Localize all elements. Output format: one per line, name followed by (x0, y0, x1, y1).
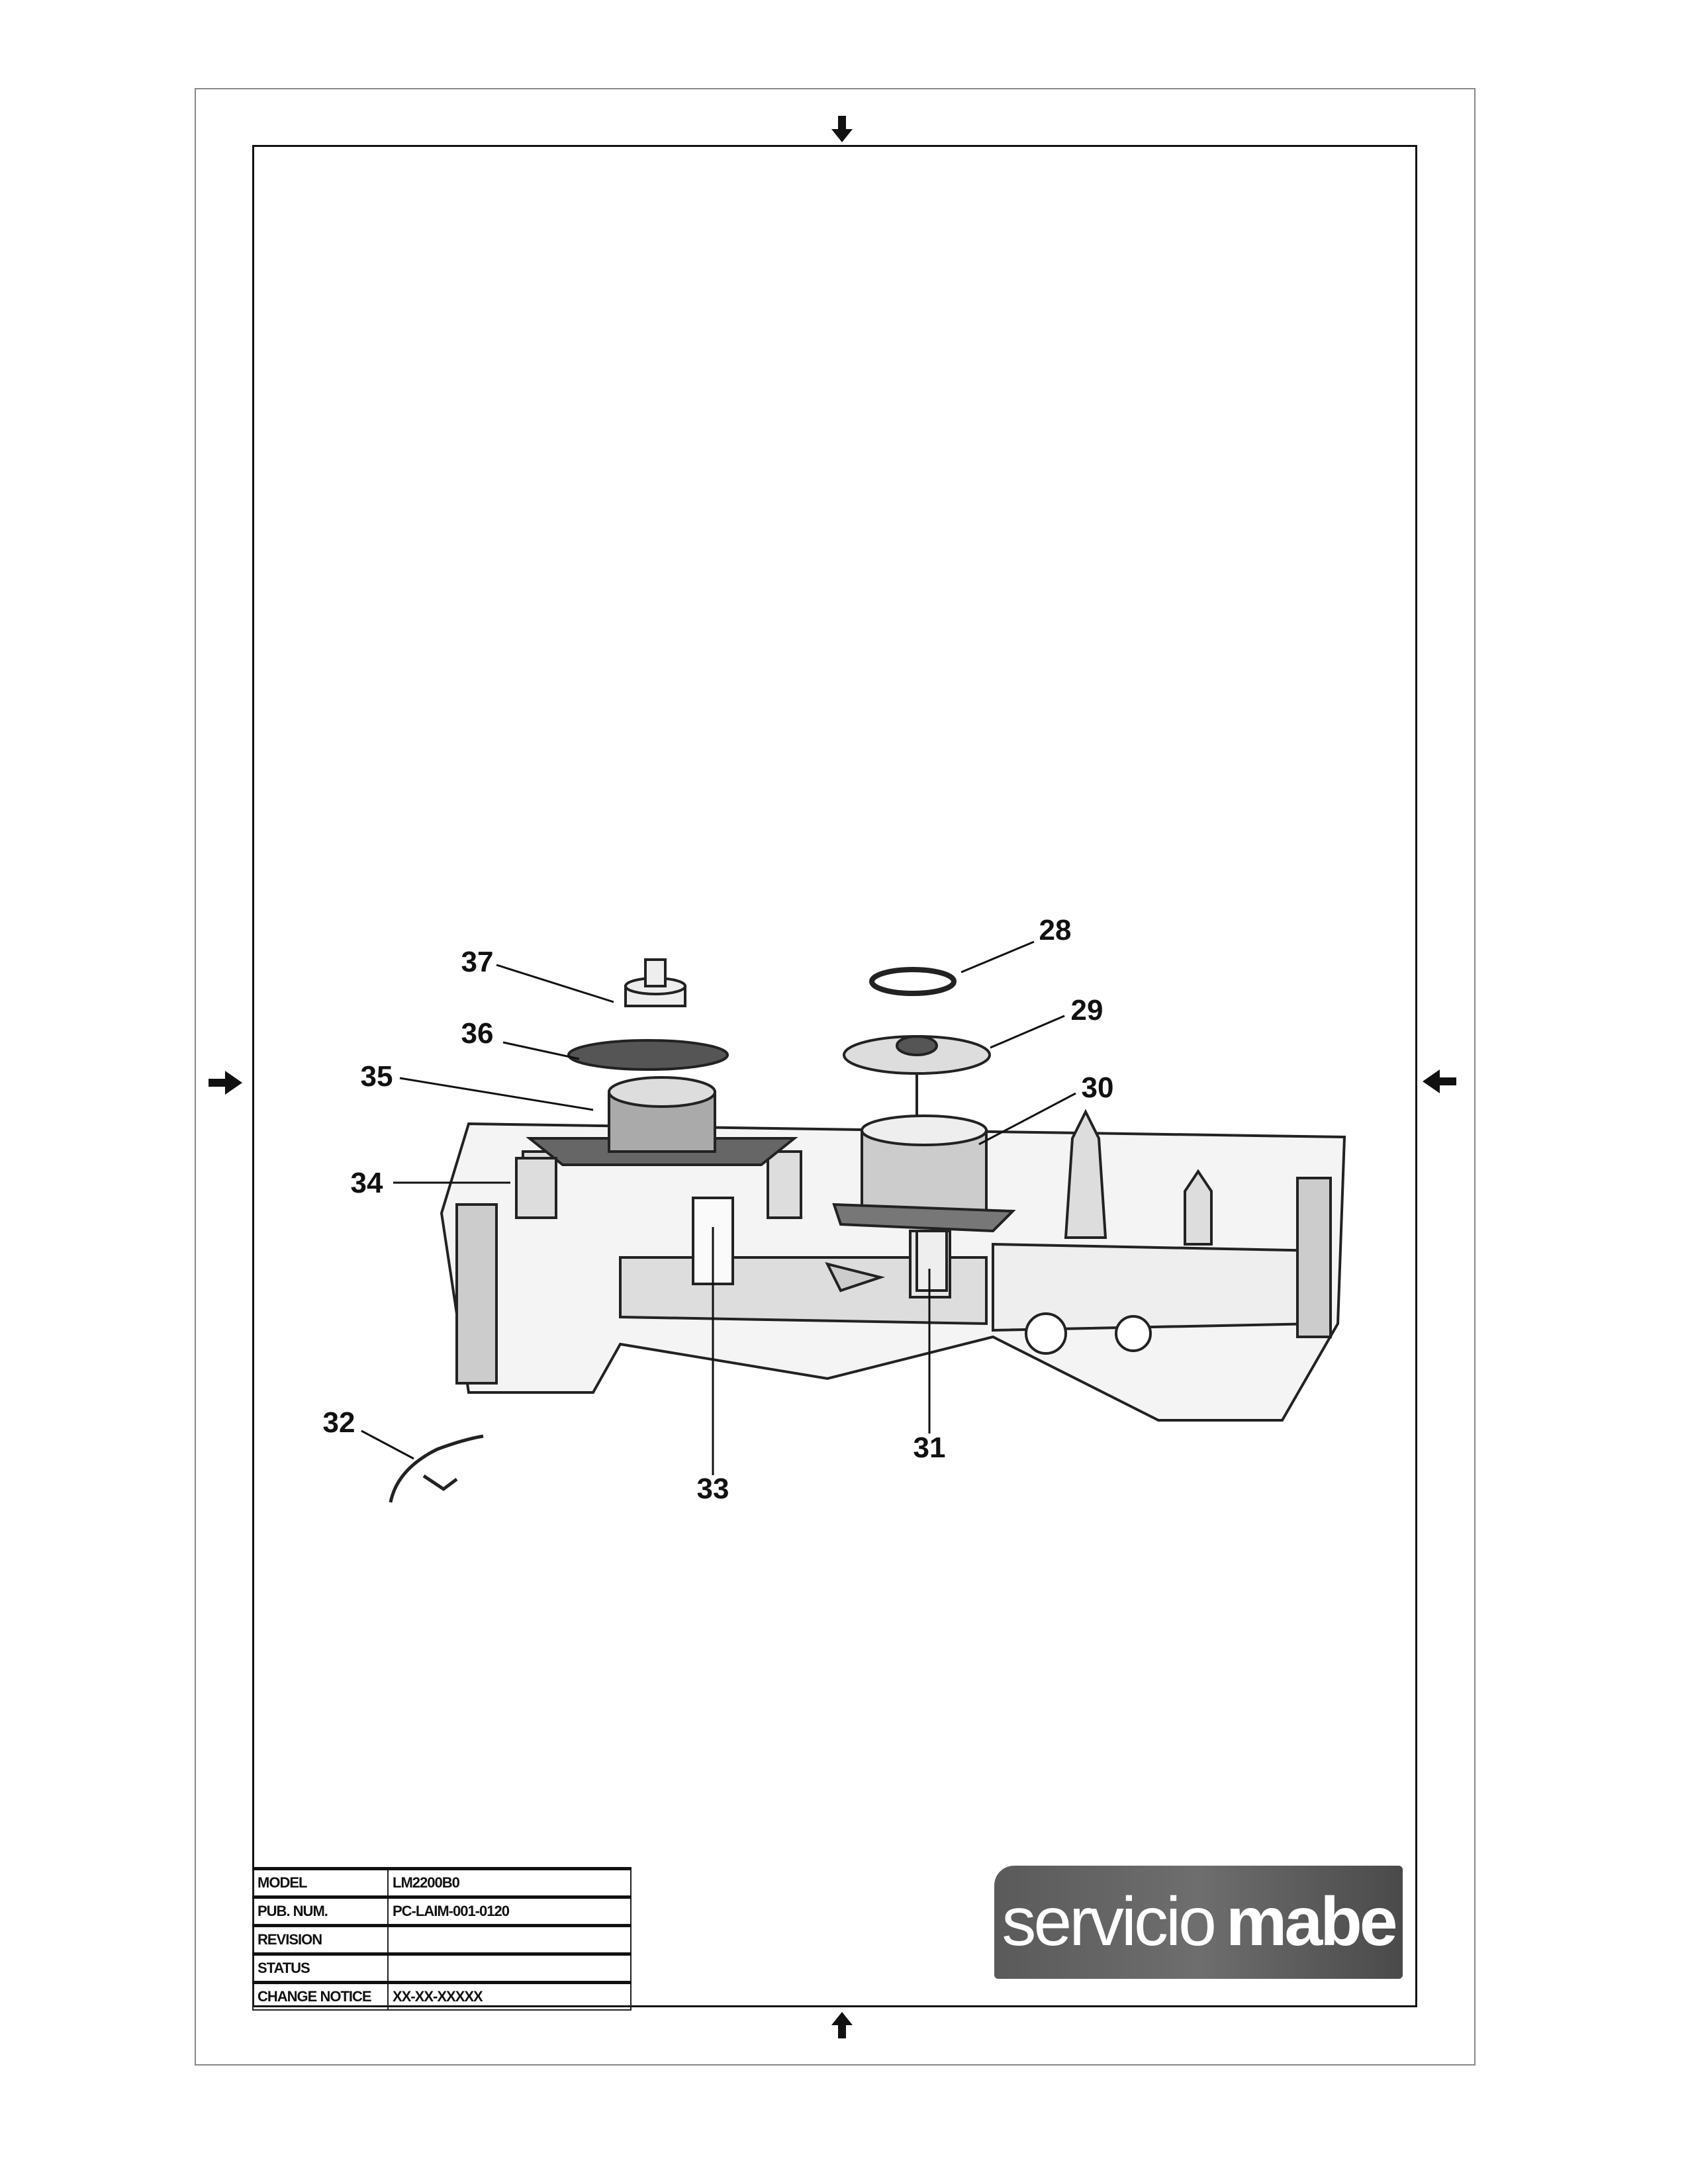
drawing-frame (252, 145, 1417, 2007)
arrow-down-icon (831, 116, 853, 142)
leader-lines (361, 940, 1076, 1475)
part-36-disc (567, 1039, 729, 1071)
part-29-plate (843, 1035, 991, 1125)
part-31 (915, 1230, 948, 1292)
part-35-transmission (526, 1076, 798, 1166)
callout-31: 31 (913, 1432, 946, 1464)
revision-label: REVISION (252, 1924, 389, 1955)
status-label: STATUS (252, 1952, 389, 1983)
callout-32: 32 (322, 1406, 355, 1439)
callout-30: 30 (1081, 1071, 1114, 1104)
change-notice-label: CHANGE NOTICE (252, 1981, 389, 2011)
change-notice-value: XX-XX-XXXXX (387, 1981, 632, 2011)
base-housing (440, 1109, 1346, 1422)
part-34 (515, 1157, 557, 1219)
pub-num-label: PUB. NUM. (252, 1895, 389, 1927)
logo-word-servicio: servicio (1002, 1884, 1217, 1960)
part-32-harness (389, 1434, 484, 1503)
outer-frame (195, 88, 1476, 2066)
table-row: REVISION (252, 1924, 632, 1955)
model-value: LM2200B0 (387, 1867, 632, 1898)
callout-36: 36 (461, 1017, 494, 1050)
callout-34: 34 (350, 1167, 383, 1199)
callout-33: 33 (696, 1473, 729, 1505)
part-28-ring (869, 967, 957, 996)
callout-37: 37 (461, 946, 494, 978)
revision-value (387, 1924, 632, 1955)
arrow-left-icon (1423, 1069, 1456, 1093)
part-37-knob (624, 958, 686, 1007)
part-30-motor (832, 1115, 1016, 1233)
model-label: MODEL (252, 1867, 389, 1898)
status-value (387, 1952, 632, 1983)
pub-num-value: PC-LAIM-001-0120 (387, 1895, 632, 1927)
callout-28: 28 (1039, 914, 1072, 946)
callout-35: 35 (360, 1060, 393, 1093)
table-row: PUB. NUM.PC-LAIM-001-0120 (252, 1895, 632, 1927)
callout-29: 29 (1070, 994, 1103, 1026)
table-row: STATUS (252, 1952, 632, 1983)
logo-word-mabe: mabe (1225, 1884, 1398, 1960)
arrow-right-icon (209, 1071, 242, 1095)
arrow-up-icon (831, 2012, 853, 2038)
